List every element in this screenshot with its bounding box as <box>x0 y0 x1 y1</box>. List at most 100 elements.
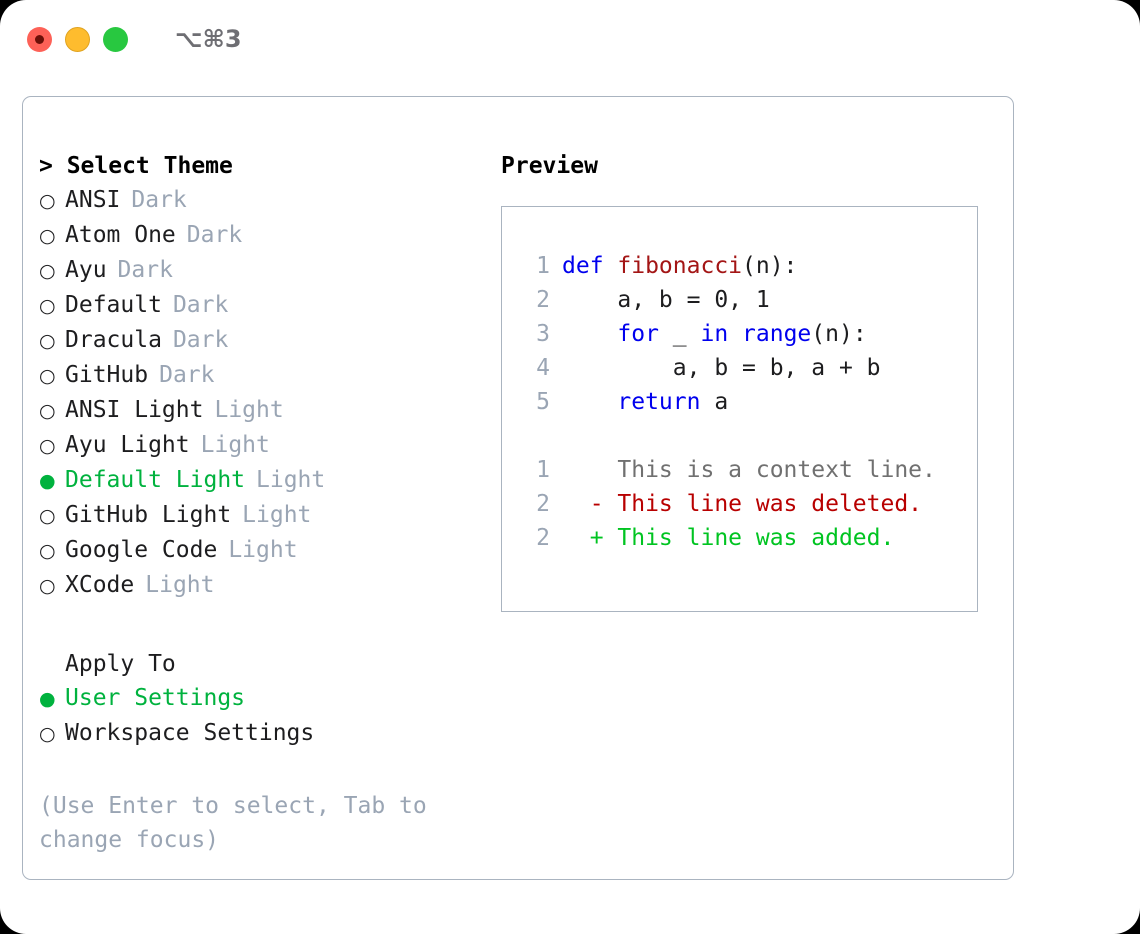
code-line: 4 a, b = b, a + b <box>520 351 977 385</box>
code-line-number: 2 <box>536 287 550 313</box>
code-line-number: 3 <box>536 321 550 347</box>
apply-to-section: Apply To ● User Settings ○ Workspace Settin… <box>39 647 491 751</box>
theme-option-ansi-light[interactable]: ○ ANSI Light Light <box>39 393 491 428</box>
diff-line: 1 This is a context line. <box>520 453 977 487</box>
theme-option-ayu[interactable]: ○ Ayu Dark <box>39 253 491 288</box>
theme-option-label: Dracula <box>65 327 162 353</box>
title-bar: ⌥⌘3 <box>0 0 1140 78</box>
diff-line: 2 + This line was added. <box>520 521 977 555</box>
radio-unselected-icon: ○ <box>39 723 56 745</box>
theme-option-label: Default Light <box>65 467 246 493</box>
theme-option-github-light[interactable]: ○ GitHub Light Light <box>39 498 491 533</box>
radio-selected-icon: ● <box>39 688 56 710</box>
code-token-plain: (n): <box>742 253 798 279</box>
diff-line-number: 2 <box>536 525 550 551</box>
code-token-plain <box>562 389 617 415</box>
code-token-plain: a, b = b, a + b <box>562 355 881 381</box>
theme-option-default[interactable]: ○ Default Dark <box>39 288 491 323</box>
code-token-fn: fibonacci <box>617 253 743 279</box>
diff-line-content-ctx: This is a context line. <box>562 457 936 483</box>
theme-option-xcode[interactable]: ○ XCode Light <box>39 568 491 603</box>
theme-option-category: Dark <box>186 222 243 248</box>
code-line-content: def fibonacci(n): <box>562 249 797 283</box>
theme-option-category: Light <box>242 502 312 528</box>
code-line-content: a, b = 0, 1 <box>562 283 770 317</box>
theme-option-label: Google Code <box>65 537 218 563</box>
apply-to-option-label: User Settings <box>65 685 246 711</box>
theme-option-category: Dark <box>159 362 215 388</box>
code-token-plain <box>562 321 617 347</box>
code-token-plain: a <box>700 389 729 415</box>
radio-unselected-icon: ○ <box>39 330 56 352</box>
radio-unselected-icon: ○ <box>39 575 56 597</box>
maximize-button[interactable] <box>103 26 128 52</box>
select-theme-heading: > Select Theme <box>39 153 233 179</box>
code-token-kw: in <box>700 321 729 347</box>
apply-to-heading: Apply To <box>65 651 176 677</box>
theme-option-label: XCode <box>65 572 135 598</box>
code-token-kw: def <box>562 253 618 279</box>
radio-unselected-icon: ○ <box>39 435 56 457</box>
theme-option-category: Dark <box>172 292 229 318</box>
code-token-plain <box>728 321 742 347</box>
theme-option-label: GitHub Light <box>65 502 232 528</box>
apply-to-option-workspace-settings[interactable]: ○ Workspace Settings <box>39 716 491 751</box>
code-token-kw: for <box>617 321 659 347</box>
radio-unselected-icon: ○ <box>39 540 56 562</box>
minimize-button[interactable] <box>65 26 90 52</box>
code-line-content: return a <box>562 385 728 419</box>
theme-option-category: Light <box>214 397 284 423</box>
code-line: 3 for _ in range(n): <box>520 317 977 351</box>
code-token-plain: a, b = 0, 1 <box>562 287 770 313</box>
window-controls <box>27 26 128 52</box>
close-button[interactable] <box>27 26 52 52</box>
theme-option-label: Default <box>65 292 162 318</box>
theme-option-category: Dark <box>172 327 229 353</box>
radio-unselected-icon: ○ <box>39 260 56 282</box>
theme-option-label: Ayu <box>65 257 107 283</box>
diff-line-number: 2 <box>536 491 550 517</box>
theme-option-label: Atom One <box>65 222 176 248</box>
theme-option-category: Dark <box>117 257 173 283</box>
apply-to-list[interactable]: ● User Settings ○ Workspace Settings <box>39 681 491 751</box>
theme-option-github[interactable]: ○ GitHub Dark <box>39 358 491 393</box>
theme-option-dracula[interactable]: ○ Dracula Dark <box>39 323 491 358</box>
code-line-content: a, b = b, a + b <box>562 351 881 385</box>
theme-option-category: Light <box>200 432 270 458</box>
radio-unselected-icon: ○ <box>39 505 56 527</box>
apply-to-option-user-settings[interactable]: ● User Settings <box>39 681 491 716</box>
radio-unselected-icon: ○ <box>39 400 56 422</box>
diff-line-content-add: + This line was added. <box>562 525 895 551</box>
theme-option-category: Dark <box>131 187 187 213</box>
apply-to-option-label: Workspace Settings <box>65 720 315 746</box>
code-line-number: 1 <box>536 253 550 279</box>
code-line-number: 4 <box>536 355 550 381</box>
code-diff-spacer <box>520 419 977 453</box>
code-token-plain: _ <box>658 321 701 347</box>
radio-unselected-icon: ○ <box>39 365 56 387</box>
theme-option-category: Light <box>228 537 298 563</box>
theme-option-google-code[interactable]: ○ Google Code Light <box>39 533 491 568</box>
theme-option-label: GitHub <box>65 362 149 388</box>
code-line-content: for _ in range(n): <box>562 317 866 351</box>
theme-option-atom-one[interactable]: ○ Atom One Dark <box>39 218 491 253</box>
code-line-number: 5 <box>536 389 550 415</box>
theme-option-label: ANSI Light <box>65 397 204 423</box>
radio-unselected-icon: ○ <box>39 295 56 317</box>
radio-selected-icon: ● <box>39 470 56 492</box>
theme-option-category: Light <box>145 572 215 598</box>
radio-unselected-icon: ○ <box>39 190 56 212</box>
radio-unselected-icon: ○ <box>39 225 56 247</box>
code-line: 5 return a <box>520 385 977 419</box>
code-line: 1 def fibonacci(n): <box>520 249 977 283</box>
diff-sample: 1 This is a context line.2 - This line w… <box>520 453 977 555</box>
diff-line-number: 1 <box>536 457 550 483</box>
